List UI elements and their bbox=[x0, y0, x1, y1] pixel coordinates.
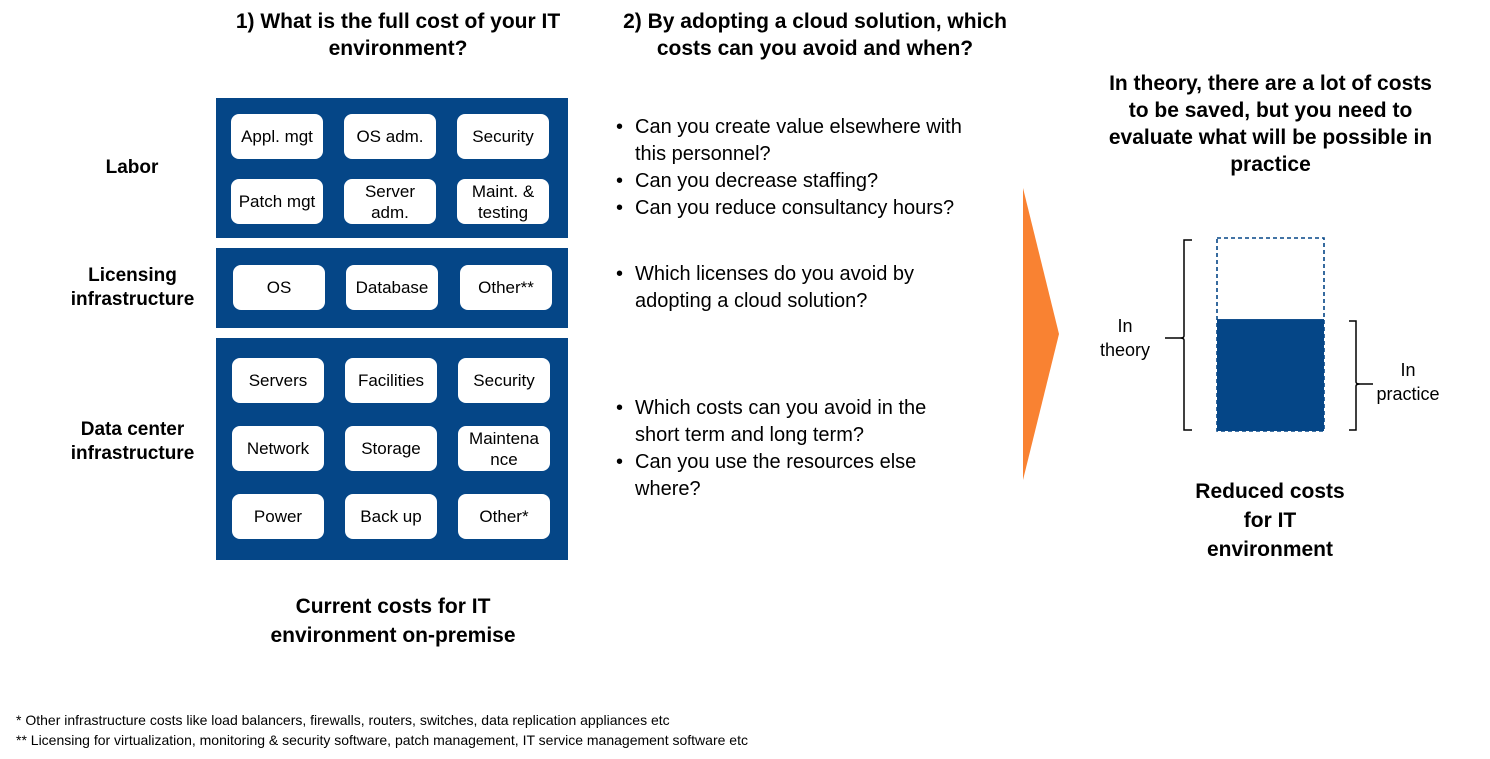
label-licensing: Licensing infrastructure bbox=[70, 265, 195, 310]
question-item: Can you decrease staffing? bbox=[616, 168, 996, 195]
datacenter-panel: Servers Facilities Security Network Stor… bbox=[216, 338, 568, 560]
tile-security: Security bbox=[457, 114, 549, 159]
tile-server-adm: Server adm. bbox=[344, 179, 436, 224]
tile-os-adm: OS adm. bbox=[344, 114, 436, 159]
question-item: Which costs can you avoid in the short t… bbox=[616, 395, 976, 449]
tile-other-dc: Other* bbox=[458, 494, 550, 539]
tile-appl-mgt: Appl. mgt bbox=[231, 114, 323, 159]
tile-database: Database bbox=[346, 265, 438, 310]
theory-brace-icon bbox=[1165, 239, 1192, 431]
tile-maint-testing: Maint. & testing bbox=[457, 179, 549, 224]
question-item: Can you use the resources else where? bbox=[616, 449, 976, 503]
label-datacenter: Data center infrastructure bbox=[70, 419, 195, 464]
tile-security-dc: Security bbox=[458, 358, 550, 403]
tile-servers: Servers bbox=[232, 358, 324, 403]
tile-network: Network bbox=[232, 426, 324, 471]
tile-os: OS bbox=[233, 265, 325, 310]
question-item: Which licenses do you avoid by adopting … bbox=[616, 261, 956, 315]
tile-power: Power bbox=[232, 494, 324, 539]
tile-facilities: Facilities bbox=[345, 358, 437, 403]
caption-current-costs: Current costs for IT environment on-prem… bbox=[270, 595, 516, 647]
tile-back-up: Back up bbox=[345, 494, 437, 539]
tile-patch-mgt: Patch mgt bbox=[231, 179, 323, 224]
tile-storage: Storage bbox=[345, 426, 437, 471]
label-in-theory: In theory bbox=[1099, 316, 1151, 360]
tile-maintenance: Maintena nce bbox=[458, 426, 550, 471]
practice-brace-icon bbox=[1349, 320, 1373, 431]
question-item: Can you reduce consultancy hours? bbox=[616, 195, 996, 222]
questions-datacenter: Which costs can you avoid in the short t… bbox=[616, 395, 976, 503]
heading-cloud-avoid: 2) By adopting a cloud solution, which c… bbox=[623, 10, 1007, 60]
footnote-licensing: ** Licensing for virtualization, monitor… bbox=[16, 732, 748, 748]
labor-panel: Appl. mgt OS adm. Security Patch mgt Ser… bbox=[216, 98, 568, 238]
questions-licensing: Which licenses do you avoid by adopting … bbox=[616, 261, 956, 315]
cost-comparison-bar bbox=[1165, 237, 1373, 432]
orange-arrow-icon bbox=[1023, 188, 1059, 480]
caption-reduced-costs: Reduced costs for IT environment bbox=[1195, 480, 1345, 561]
tile-other-licensing: Other** bbox=[460, 265, 552, 310]
heading-full-cost: 1) What is the full cost of your IT envi… bbox=[235, 10, 561, 60]
practice-reduced-bar bbox=[1217, 319, 1324, 431]
label-in-practice: In practice bbox=[1376, 360, 1440, 404]
heading-theory-note: In theory, there are a lot of costs to b… bbox=[1108, 72, 1433, 176]
licensing-panel: OS Database Other** bbox=[216, 248, 568, 328]
question-item: Can you create value elsewhere with this… bbox=[616, 114, 996, 168]
footnote-other-infra: * Other infrastructure costs like load b… bbox=[16, 712, 670, 728]
questions-labor: Can you create value elsewhere with this… bbox=[616, 114, 996, 222]
label-labor: Labor bbox=[105, 157, 159, 178]
